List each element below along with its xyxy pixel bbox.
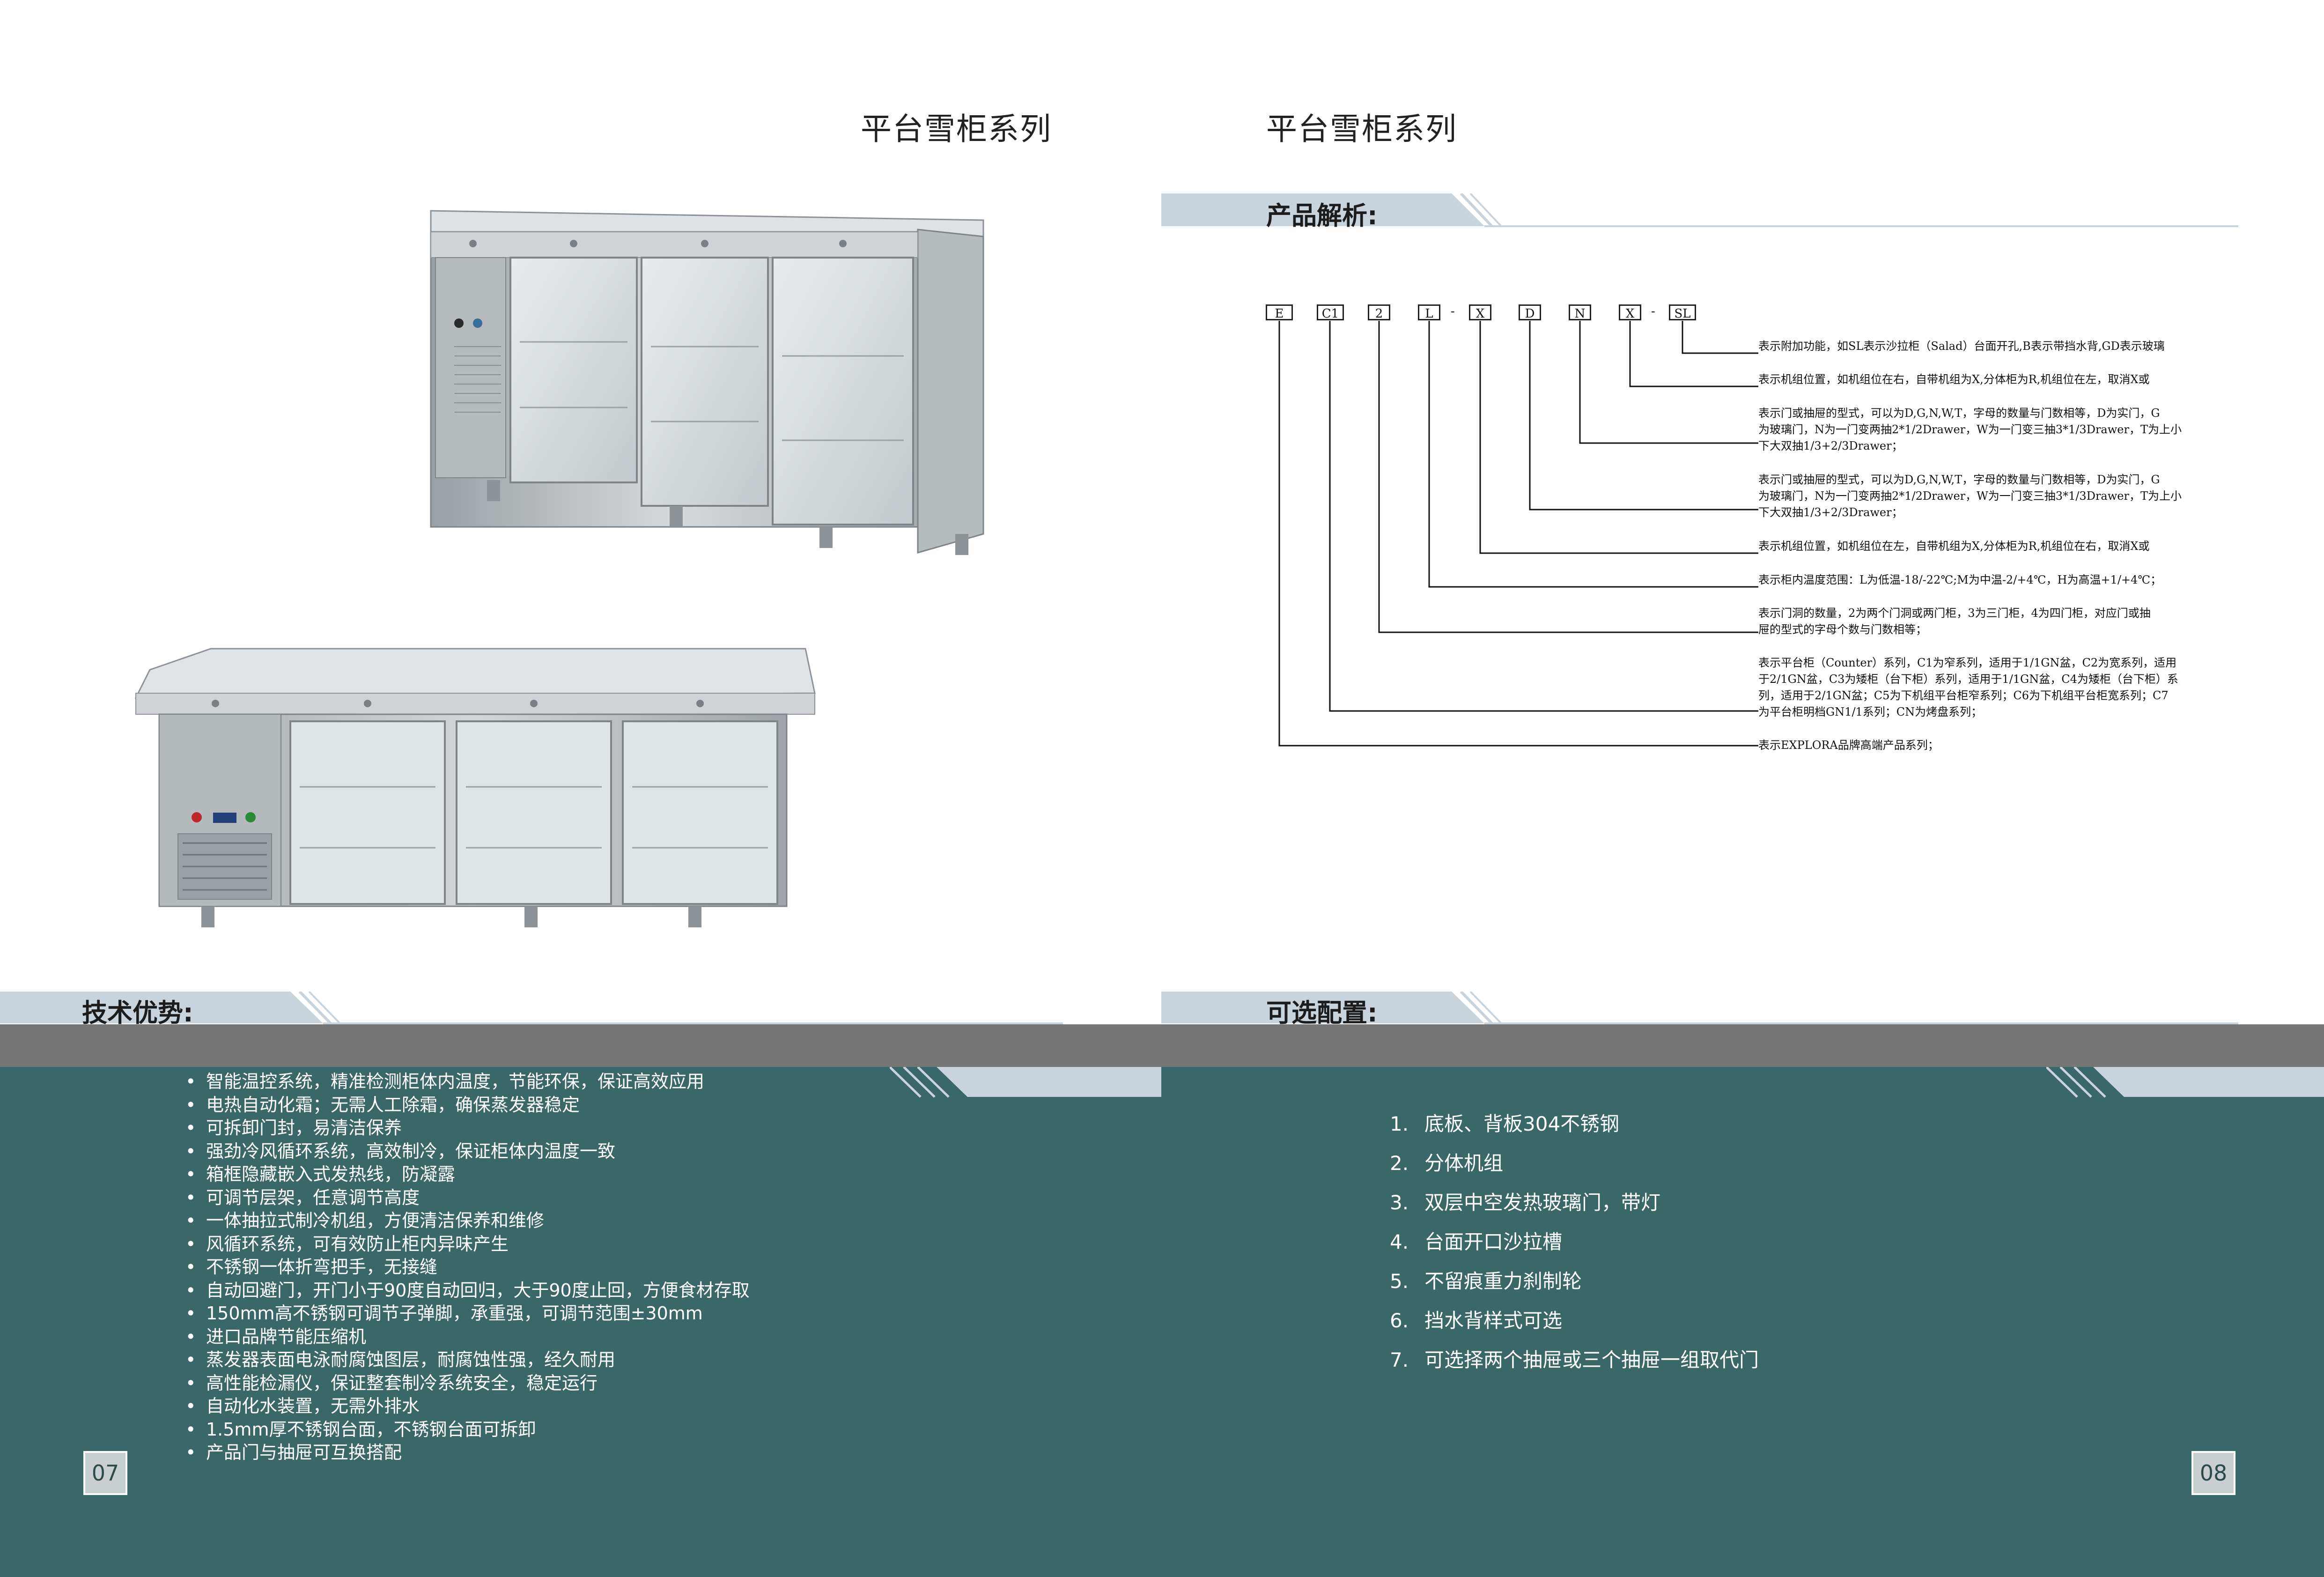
gray-band	[0, 1024, 2324, 1067]
code-box-e: E	[1266, 304, 1293, 321]
list-item: 可拆卸门封，易清洁保养	[206, 1117, 750, 1140]
list-item: 自动回避门，开门小于90度自动回归，大于90度止回，方便食材存取	[206, 1279, 750, 1303]
list-item: 2.分体机组	[1390, 1152, 1504, 1175]
code-box-l: L	[1418, 304, 1440, 321]
analysis-header-band	[1161, 193, 2238, 227]
product-photo-top	[430, 210, 984, 555]
list-item: 智能温控系统，精准检测柜体内温度，节能环保，保证高效应用	[206, 1070, 750, 1094]
list-item: 强劲冷风循环系统，高效制冷，保证柜体内温度一致	[206, 1140, 750, 1163]
right-page-title: 平台雪柜系列	[1266, 111, 1457, 147]
left-page-title: 平台雪柜系列	[861, 111, 1052, 147]
code-box-x2: X	[1619, 304, 1641, 321]
list-item: 1.底板、背板304不锈钢	[1390, 1112, 1620, 1135]
code-connector-lines	[1278, 321, 1758, 747]
tech-advantages-list: 智能温控系统，精准检测柜体内温度，节能环保，保证高效应用 电热自动化霜；无需人工…	[206, 1070, 750, 1465]
code-box-2: 2	[1368, 304, 1390, 321]
desc-door-count: 表示门洞的数量，2为两个门洞或两门柜，3为三门柜，4为四门柜，对应门或抽 屉的型…	[1758, 607, 2151, 636]
list-item: 产品门与抽屉可互换搭配	[206, 1441, 750, 1465]
product-photo-bottom	[134, 648, 816, 927]
tech-header-band	[0, 992, 1063, 1024]
list-item: 可调节层架，任意调节高度	[206, 1186, 750, 1210]
desc-unit-position-2: 表示机组位置，如机组位在左，自带机组为X,分体柜为R,机组位在右，取消X或	[1758, 540, 2150, 553]
analysis-header: 产品解析:	[1266, 201, 1378, 230]
desc-unit-position-1: 表示机组位置，如机组位在右，自带机组为X,分体柜为R,机组位在左，取消X或	[1758, 373, 2150, 386]
list-item: 电热自动化霜；无需人工除霜，确保蒸发器稳定	[206, 1094, 750, 1117]
list-item: 自动化水装置，无需外排水	[206, 1395, 750, 1418]
desc-counter-series: 表示平台柜（Counter）系列，C1为窄系列，适用于1/1GN盆，C2为宽系列…	[1758, 656, 2178, 718]
list-item: 5.不留痕重力刹制轮	[1390, 1270, 1582, 1293]
teal-accent-left	[890, 1067, 1161, 1098]
list-item: 1.5mm厚不锈钢台面，不锈钢台面可拆卸	[206, 1418, 750, 1442]
code-box-x1: X	[1469, 304, 1491, 321]
list-item: 进口品牌节能压缩机	[206, 1325, 750, 1349]
options-header: 可选配置:	[1266, 998, 1378, 1028]
desc-door-type-1: 表示门或抽屉的型式，可以为D,G,N,W,T，字母的数量与门数相等，D为实门，G…	[1758, 407, 2182, 452]
code-box-sl: SL	[1669, 304, 1696, 321]
list-item: 150mm高不锈钢可调节子弹脚，承重强，可调节范围±30mm	[206, 1302, 750, 1325]
options-list: 1.底板、背板304不锈钢 2.分体机组 3.双层中空发热玻璃门，带灯 4.台面…	[1390, 1104, 1759, 1380]
code-box-n: N	[1569, 304, 1591, 321]
page-number-left: 07	[83, 1451, 127, 1495]
code-box-d: D	[1519, 304, 1541, 321]
options-header-band	[1161, 992, 2238, 1024]
list-item: 3.双层中空发热玻璃门，带灯	[1390, 1191, 1661, 1214]
list-item: 高性能检漏仪，保证整套制冷系统安全，稳定运行	[206, 1372, 750, 1395]
code-dash-1: -	[1451, 304, 1455, 318]
list-item: 一体抽拉式制冷机组，方便清洁保养和维修	[206, 1209, 750, 1233]
teal-accent-right	[2046, 1067, 2324, 1098]
tech-header: 技术优势:	[82, 998, 193, 1028]
list-item: 6.挡水背样式可选	[1390, 1309, 1563, 1332]
page-number-right: 08	[2191, 1451, 2235, 1495]
list-item: 4.台面开口沙拉槽	[1390, 1230, 1563, 1253]
list-item: 箱框隐藏嵌入式发热线，防凝露	[206, 1163, 750, 1186]
desc-sl-addon: 表示附加功能，如SL表示沙拉柜（Salad）台面开孔,B表示带挡水背,GD表示玻…	[1758, 340, 2165, 353]
list-item: 7.可选择两个抽屉或三个抽屉一组取代门	[1390, 1348, 1759, 1371]
desc-temperature-range: 表示柜内温度范围：L为低温-18/-22℃;M为中温-2/+4℃，H为高温+1/…	[1758, 573, 2162, 586]
desc-brand: 表示EXPLORA品牌高端产品系列；	[1758, 739, 1939, 752]
list-item: 风循环系统，可有效防止柜内异味产生	[206, 1233, 750, 1256]
code-box-c1: C1	[1317, 304, 1344, 321]
list-item: 不锈钢一体折弯把手，无接缝	[206, 1256, 750, 1279]
code-dash-2: -	[1651, 304, 1655, 318]
desc-door-type-2: 表示门或抽屉的型式，可以为D,G,N,W,T，字母的数量与门数相等，D为实门，G…	[1758, 473, 2182, 519]
list-item: 蒸发器表面电泳耐腐蚀图层，耐腐蚀性强，经久耐用	[206, 1348, 750, 1372]
